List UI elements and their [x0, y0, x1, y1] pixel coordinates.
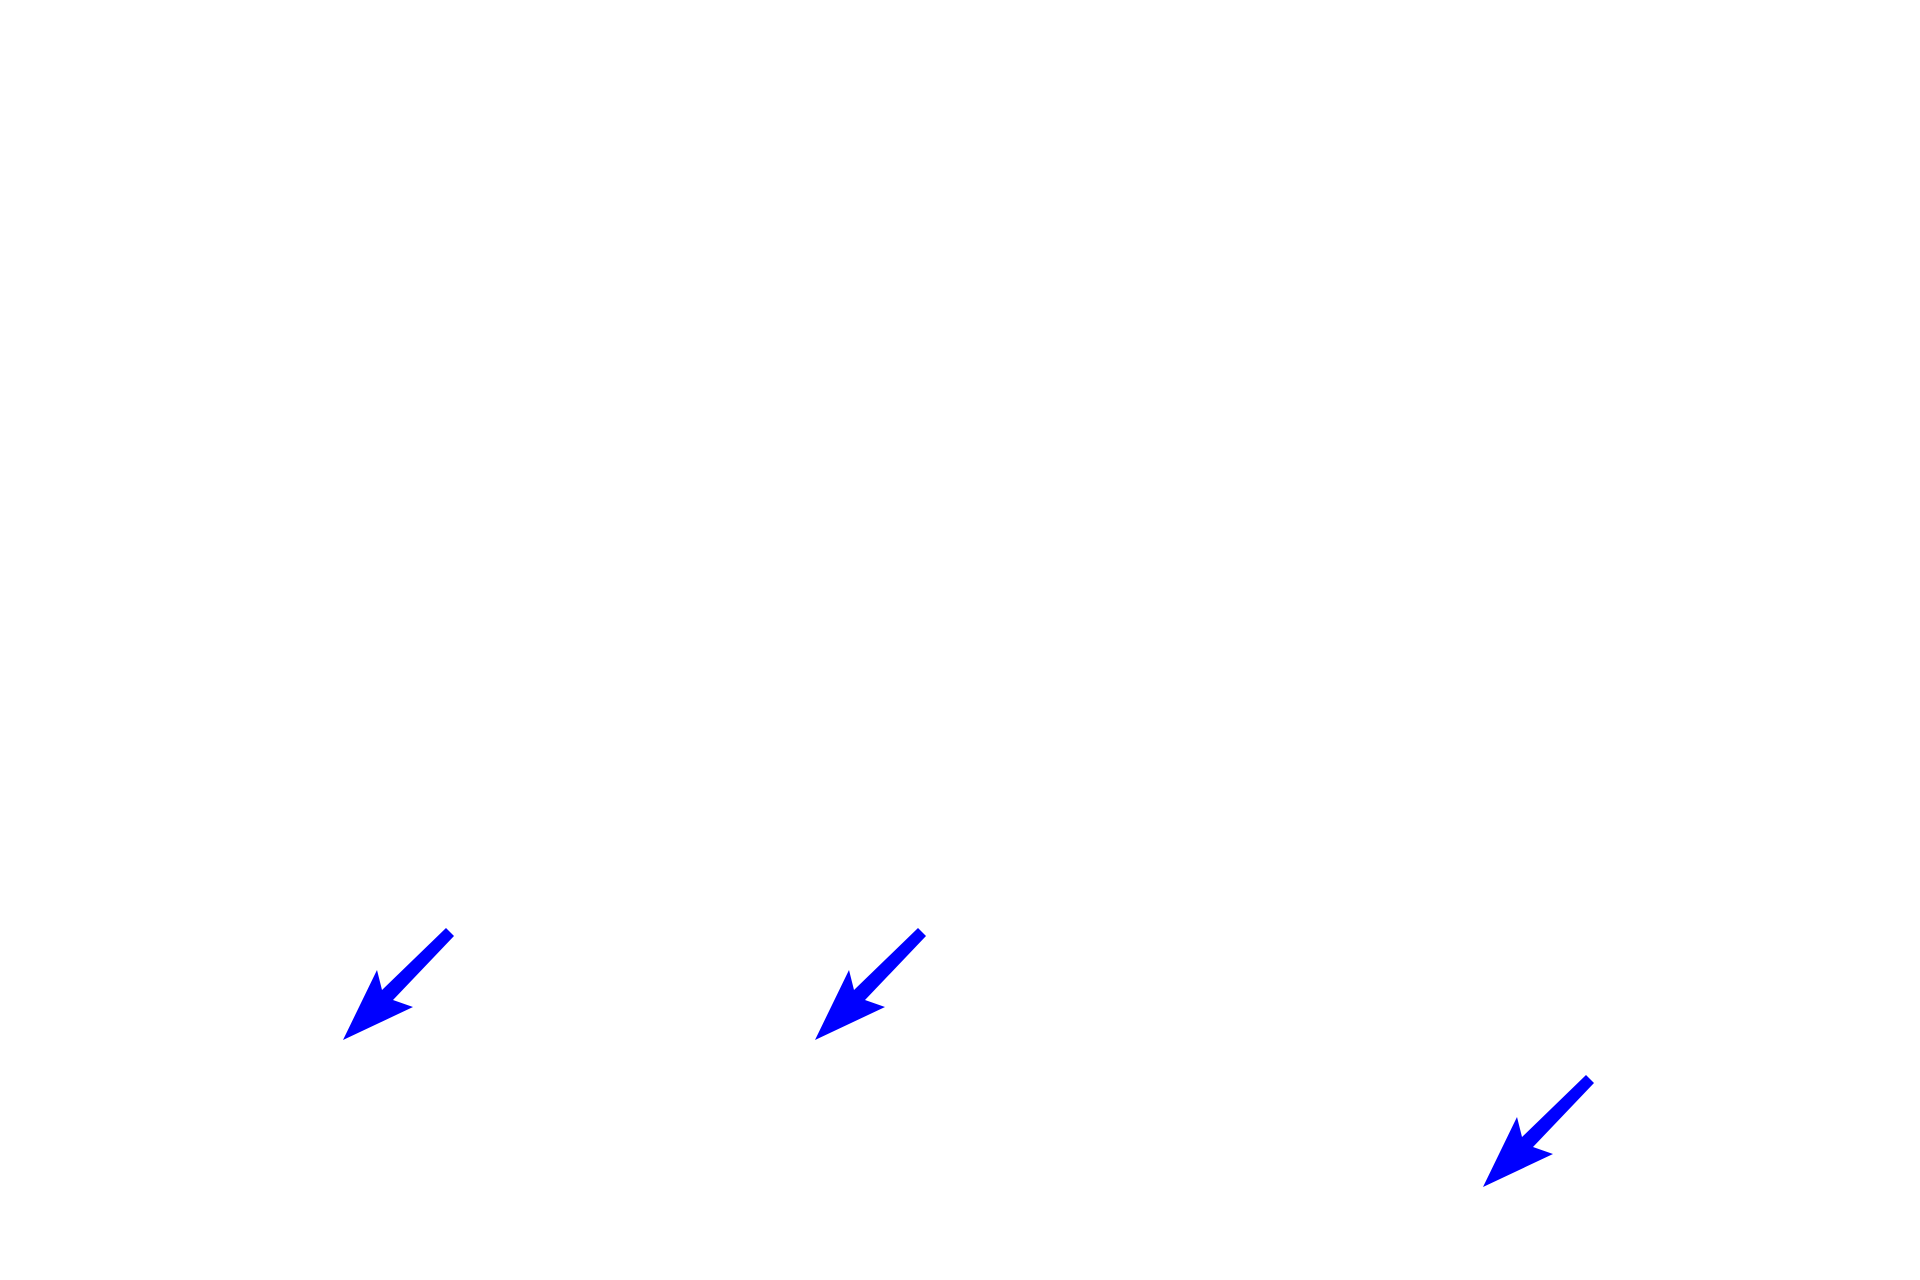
- arrow-down-left-icon: [343, 928, 454, 1040]
- arrow-down-left-icon: [815, 928, 926, 1040]
- arrow-down-left-icon: [1483, 1075, 1594, 1187]
